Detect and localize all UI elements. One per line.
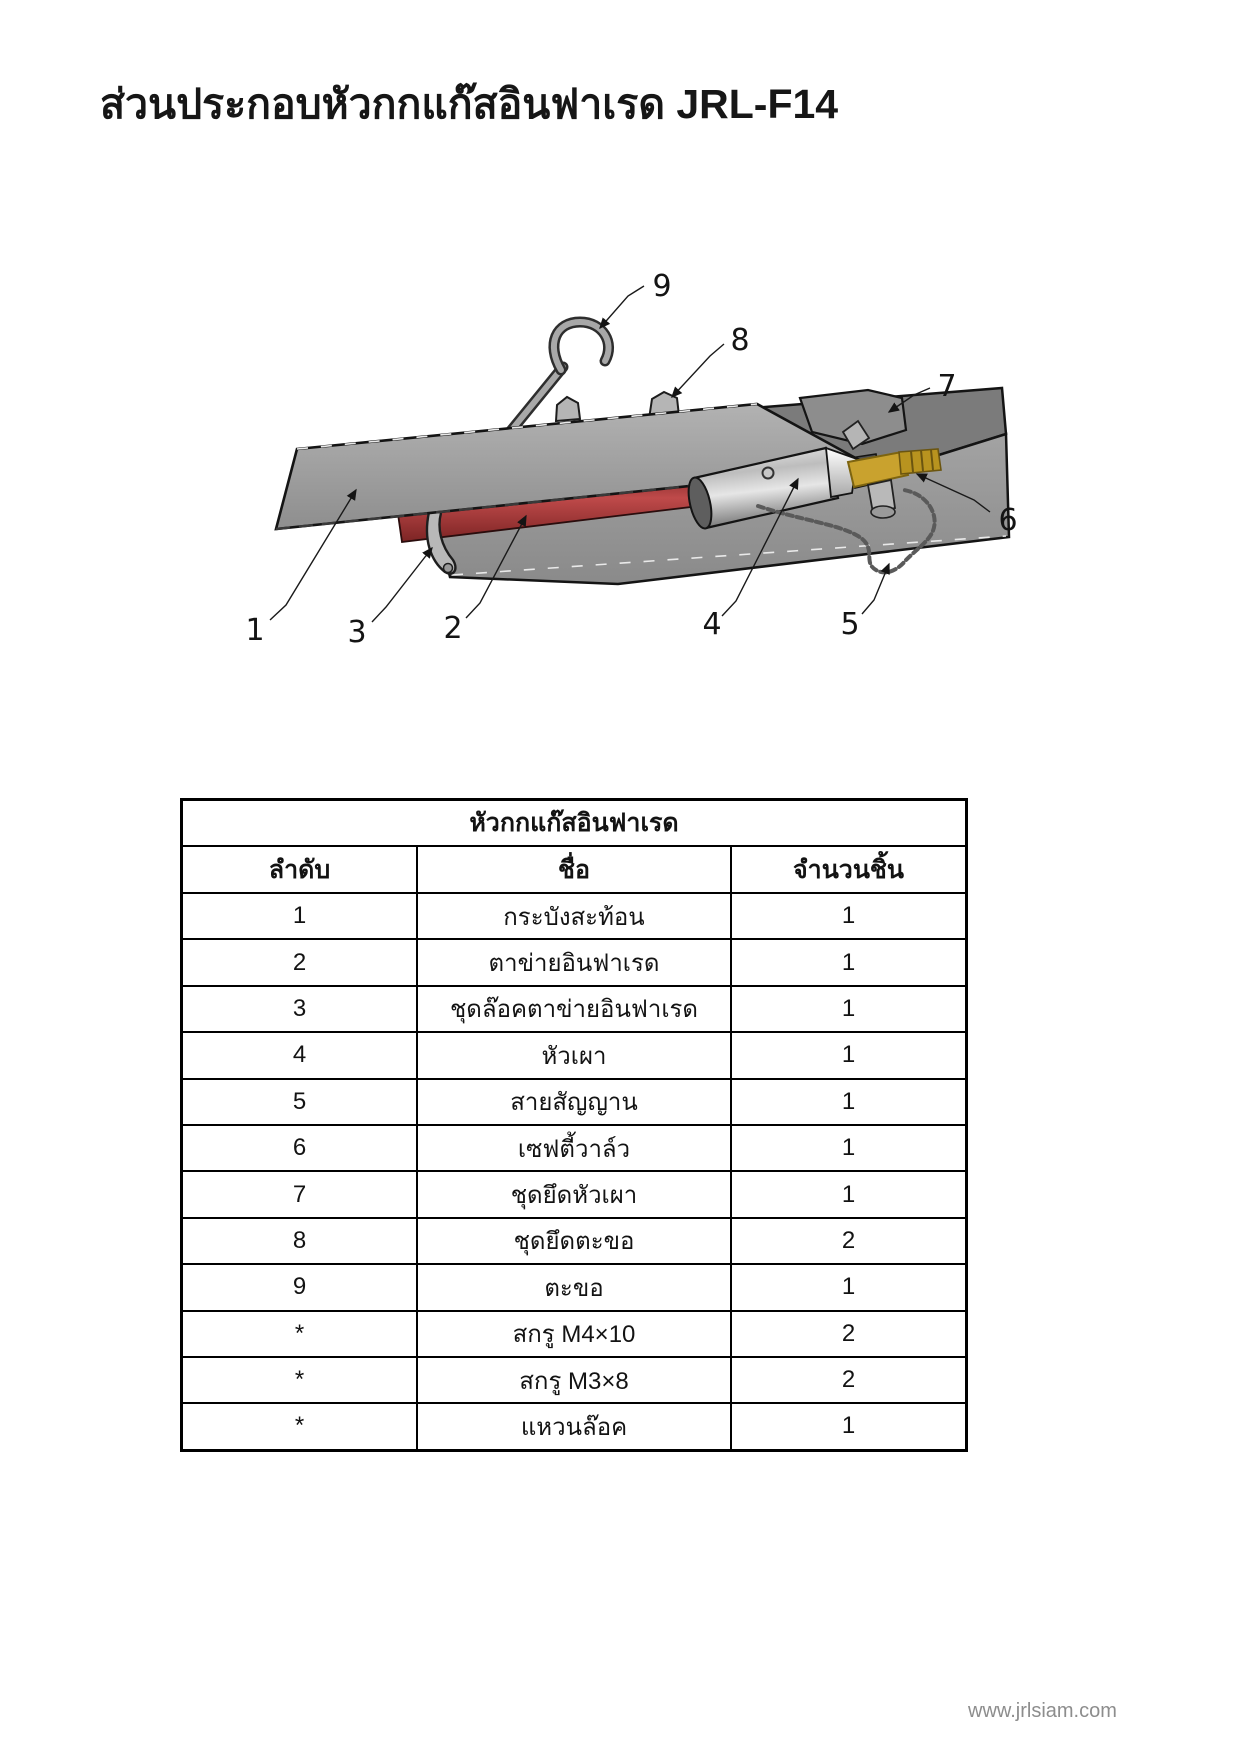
col-header-name: ชื่อ xyxy=(416,845,732,894)
cell-name: หัวเผา xyxy=(416,1031,732,1080)
cell-name: ชุดล๊อคตาข่ายอินฟาเรด xyxy=(416,984,732,1034)
cell-index: * xyxy=(180,1355,418,1405)
col-header-index: ลำดับ xyxy=(180,845,418,894)
cell-index: 7 xyxy=(180,1170,418,1219)
callout-label-1: 1 xyxy=(245,613,264,648)
cell-name: แหวนล๊อค xyxy=(416,1402,732,1452)
cell-qty: 1 xyxy=(730,984,968,1034)
cell-index: * xyxy=(180,1309,418,1358)
parts-table: หัวกกแก๊สอินฟาเรด ลำดับ ชื่อ จำนวนชิ้น 1… xyxy=(180,798,968,1452)
hook-shape xyxy=(504,316,615,438)
cell-index: * xyxy=(180,1402,418,1452)
cell-qty: 1 xyxy=(730,1077,968,1126)
cell-qty: 1 xyxy=(730,1170,968,1219)
cell-qty: 2 xyxy=(730,1216,968,1266)
reflector-sheet xyxy=(274,402,877,531)
cell-index: 3 xyxy=(180,984,418,1034)
cell-qty: 2 xyxy=(730,1355,968,1405)
table-row: * สกรู M4×10 2 xyxy=(180,1309,968,1358)
cell-index: 5 xyxy=(180,1077,418,1126)
cell-qty: 1 xyxy=(730,1402,968,1452)
safety-valve xyxy=(846,448,942,519)
website-url: www.jrlsiam.com xyxy=(968,1700,1117,1722)
cell-index: 4 xyxy=(180,1031,418,1080)
cell-qty: 1 xyxy=(730,938,968,987)
table-title: หัวกกแก๊สอินฟาเรด xyxy=(180,798,968,847)
callout-label-5: 5 xyxy=(840,607,859,642)
table-row: 7 ชุดยึดหัวเผา 1 xyxy=(180,1170,968,1219)
cell-index: 9 xyxy=(180,1263,418,1312)
cell-qty: 1 xyxy=(730,1031,968,1080)
mesh-lock-clamp xyxy=(425,511,457,575)
table-row: 9 ตะขอ 1 xyxy=(180,1263,968,1312)
cell-name: สกรู M3×8 xyxy=(416,1355,732,1405)
table-row: 8 ชุดยึดตะขอ 2 xyxy=(180,1216,968,1266)
cell-name: เซฟตี้วาล์ว xyxy=(416,1123,732,1173)
cell-name: ตะขอ xyxy=(416,1263,732,1312)
cell-name: กระบังสะท้อน xyxy=(416,891,732,941)
table-row: 3 ชุดล๊อคตาข่ายอินฟาเรด 1 xyxy=(180,984,968,1034)
col-header-qty: จำนวนชิ้น xyxy=(730,845,968,894)
burner-cylinder xyxy=(687,446,858,530)
cell-name: สกรู M4×10 xyxy=(416,1309,732,1358)
cell-qty: 2 xyxy=(730,1309,968,1358)
table-row: 5 สายสัญญาน 1 xyxy=(180,1077,968,1126)
cell-name: ชุดยึดหัวเผา xyxy=(416,1170,732,1219)
table-row: 2 ตาข่ายอินฟาเรด 1 xyxy=(180,938,968,987)
burner-mount-bracket xyxy=(798,388,908,451)
callout-label-3: 3 xyxy=(347,615,366,650)
table-row: * แหวนล๊อค 1 xyxy=(180,1402,968,1452)
cell-index: 2 xyxy=(180,938,418,987)
parts-diagram: 1 3 2 4 5 6 7 8 9 xyxy=(0,0,1240,700)
callout-label-7: 7 xyxy=(937,369,956,404)
table-row: 4 หัวเผา 1 xyxy=(180,1031,968,1080)
cell-name: ชุดยึดตะขอ xyxy=(416,1216,732,1266)
cell-qty: 1 xyxy=(730,891,968,941)
page-title: ส่วนประกอบหัวกกแก๊สอินฟาเรด JRL-F14 xyxy=(100,81,839,127)
callout-label-4: 4 xyxy=(702,607,721,642)
callout-leaders xyxy=(269,285,991,623)
cell-index: 6 xyxy=(180,1123,418,1173)
cell-index: 1 xyxy=(180,891,418,941)
cell-qty: 1 xyxy=(730,1123,968,1173)
table-row: 6 เซฟตี้วาล์ว 1 xyxy=(180,1123,968,1173)
table-row: * สกรู M3×8 2 xyxy=(180,1355,968,1405)
hook-bracket-left xyxy=(554,395,582,423)
table-row: 1 กระบังสะท้อน 1 xyxy=(180,891,968,941)
cell-qty: 1 xyxy=(730,1263,968,1312)
callout-label-8: 8 xyxy=(730,323,749,358)
cell-index: 8 xyxy=(180,1216,418,1266)
cell-name: สายสัญญาน xyxy=(416,1077,732,1126)
cell-name: ตาข่ายอินฟาเรด xyxy=(416,938,732,987)
callout-label-6: 6 xyxy=(998,503,1017,538)
burner-cone xyxy=(824,446,858,499)
callout-label-2: 2 xyxy=(443,611,462,646)
callout-label-9: 9 xyxy=(652,269,671,304)
